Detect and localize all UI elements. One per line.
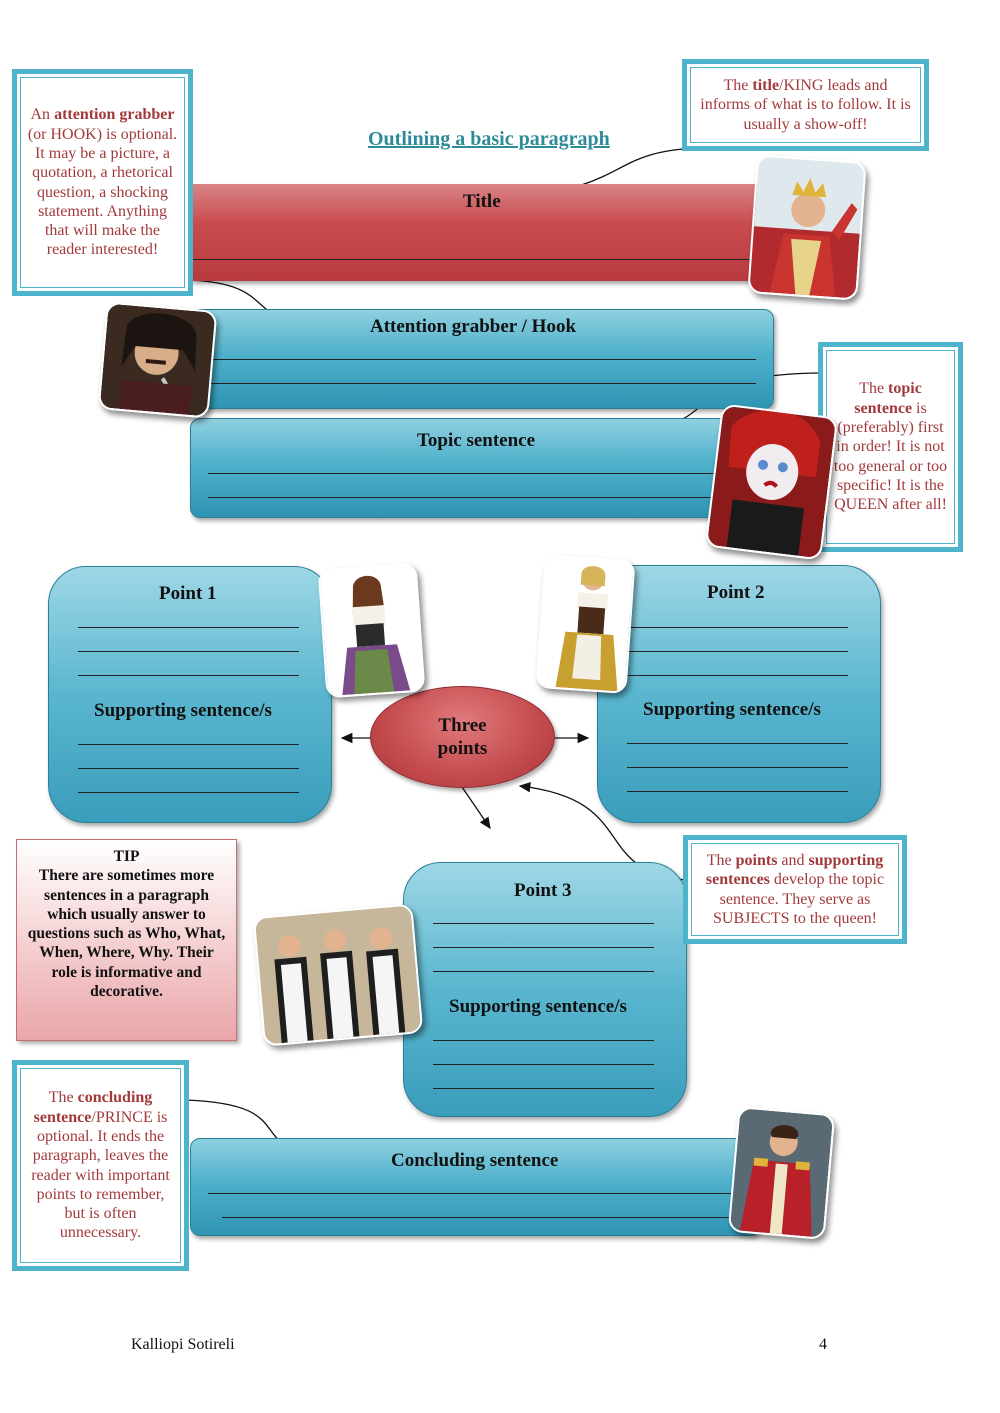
point-2-label: Point 2	[707, 582, 765, 603]
concluding-note: The concluding sentence/PRINCE is option…	[12, 1060, 189, 1271]
point-2-line-5	[627, 767, 848, 768]
point-2-line-4	[627, 743, 848, 744]
topic-blank-line-1	[208, 473, 728, 474]
footer-page-number: 4	[819, 1336, 827, 1353]
hook-pirate-photo	[97, 301, 218, 419]
topic-bar-label: Topic sentence	[417, 430, 536, 451]
tip-heading: TIP	[113, 848, 140, 865]
tip-body: There are sometimes more sentences in a …	[27, 867, 226, 1001]
points-note: The points and supporting sentences deve…	[683, 835, 907, 944]
title-blank-line	[192, 259, 752, 260]
footer-author: Kalliopi Sotireli	[131, 1336, 235, 1353]
king-photo	[747, 154, 867, 301]
ellipse-line-1: Three	[438, 715, 487, 736]
point-2-line-2	[627, 651, 848, 652]
point-3-line-5	[433, 1064, 654, 1065]
point-1-label: Point 1	[159, 583, 217, 604]
point-3-supporting-label: Supporting sentence/s	[449, 996, 627, 1017]
point-2-line-1	[627, 627, 848, 628]
point-2-supporting-label: Supporting sentence/s	[643, 699, 821, 720]
servants-photo	[252, 903, 424, 1047]
point-3-line-4	[433, 1040, 654, 1041]
queen-photo	[704, 403, 839, 561]
title-bar-label: Title	[463, 191, 501, 212]
point-3-box	[403, 862, 687, 1117]
hook-bar-label: Attention grabber / Hook	[370, 316, 577, 337]
point-1-line-2	[78, 651, 299, 652]
title-bar	[190, 184, 765, 281]
prince-photo	[727, 1106, 836, 1240]
point-1-line-5	[78, 768, 299, 769]
topic-note: The topic sentence is (preferably) first…	[818, 342, 963, 552]
topic-blank-line-2	[208, 497, 728, 498]
hook-blank-line-1	[208, 359, 756, 360]
point-2-box	[597, 565, 881, 823]
concluding-blank-line-1	[208, 1193, 738, 1194]
point-1-line-1	[78, 627, 299, 628]
concluding-blank-line-2	[222, 1217, 738, 1218]
title-note-text: The title/KING leads and informs of what…	[700, 77, 911, 133]
page-title: Outlining a basic paragraph	[368, 128, 610, 150]
concluding-note-text: The concluding sentence/PRINCE is option…	[31, 1089, 170, 1242]
title-note: The title/KING leads and informs of what…	[682, 59, 929, 151]
point-3-line-1	[433, 923, 654, 924]
point-3-line-6	[433, 1088, 654, 1089]
three-points-ellipse: Three points	[370, 686, 555, 788]
point-1-box	[48, 566, 332, 823]
tip-box: TIP There are sometimes more sentences i…	[16, 839, 237, 1041]
hook-note-text: An attention grabber (or HOOK) is option…	[27, 106, 178, 259]
topic-note-text: The topic sentence is (preferably) first…	[833, 380, 948, 514]
point-2-line-3	[627, 675, 848, 676]
concluding-bar-label: Concluding sentence	[391, 1150, 559, 1171]
topic-bar	[190, 418, 752, 518]
points-note-text: The points and supporting sentences deve…	[705, 851, 885, 927]
peasant-girl-photo	[317, 562, 426, 699]
concluding-bar	[190, 1138, 760, 1236]
point-3-line-2	[433, 947, 654, 948]
maid-girl-photo	[535, 553, 636, 695]
point-1-line-4	[78, 744, 299, 745]
point-3-line-3	[433, 971, 654, 972]
point-1-line-6	[78, 792, 299, 793]
point-1-supporting-label: Supporting sentence/s	[94, 700, 272, 721]
point-1-line-3	[78, 675, 299, 676]
hook-blank-line-2	[208, 383, 756, 384]
hook-note: An attention grabber (or HOOK) is option…	[12, 69, 193, 296]
ellipse-line-2: points	[437, 738, 488, 759]
point-3-label: Point 3	[514, 880, 572, 901]
point-2-line-6	[627, 791, 848, 792]
